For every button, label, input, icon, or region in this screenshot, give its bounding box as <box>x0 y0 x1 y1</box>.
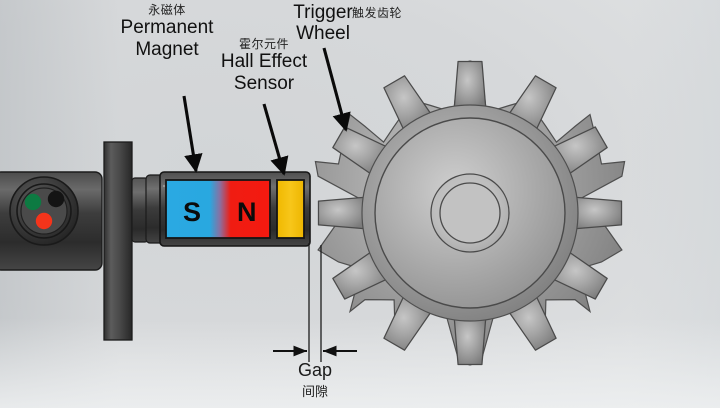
label-hall-effect-sensor-en-line1: Hall Effect <box>220 51 308 73</box>
label-permanent-magnet-en-line2: Magnet <box>135 38 199 60</box>
label-permanent-magnet-en-line1: Permanent <box>120 17 214 39</box>
gear-tooth <box>453 60 487 109</box>
magnet-north-label: N <box>237 197 257 227</box>
label-trigger-wheel-cn-wrap: 触发齿轮 <box>352 6 422 20</box>
terminal-red <box>35 212 53 230</box>
connector-face-ring <box>16 183 72 239</box>
hall-effect-element <box>276 179 305 239</box>
label-hall-effect-sensor-cn: 霍尔元件 <box>238 37 289 51</box>
label-trigger-wheel-cn: 触发齿轮 <box>352 6 403 20</box>
gear-tooth <box>574 196 623 230</box>
gap-dimension <box>273 243 357 362</box>
label-gap: Gap 间隙 <box>275 360 355 400</box>
sensor-assembly: S N <box>0 141 311 341</box>
trigger-wheel <box>314 60 626 366</box>
callout-arrows <box>182 47 351 176</box>
label-trigger-wheel-en-line2: Wheel <box>296 23 350 45</box>
label-gap-en: Gap <box>297 360 333 380</box>
arrow-to-trigger-wheel <box>322 47 351 132</box>
gear-tooth <box>317 196 366 230</box>
terminal-green <box>24 193 42 211</box>
magnet-south-label: S <box>183 197 201 227</box>
gear-bore <box>439 182 501 244</box>
housing-marking-dot <box>162 184 166 188</box>
arrow-to-magnet <box>182 95 203 173</box>
label-hall-effect-sensor-en-line2: Sensor <box>233 72 295 94</box>
label-hall-effect-sensor: 霍尔元件 Hall Effect Sensor <box>203 37 325 94</box>
label-permanent-magnet-cn: 永磁体 <box>148 3 186 17</box>
gear-tooth <box>453 317 487 366</box>
terminal-black <box>47 190 65 208</box>
mounting-flange <box>103 141 133 341</box>
permanent-magnet <box>165 179 271 239</box>
arrow-to-hall-sensor <box>262 103 289 176</box>
label-trigger-wheel-en-line1: Trigger <box>293 2 353 23</box>
label-gap-cn: 间隙 <box>301 384 328 399</box>
label-permanent-magnet: 永磁体 Permanent Magnet <box>102 3 232 60</box>
label-trigger-wheel: Trigger Wheel <box>283 2 363 45</box>
